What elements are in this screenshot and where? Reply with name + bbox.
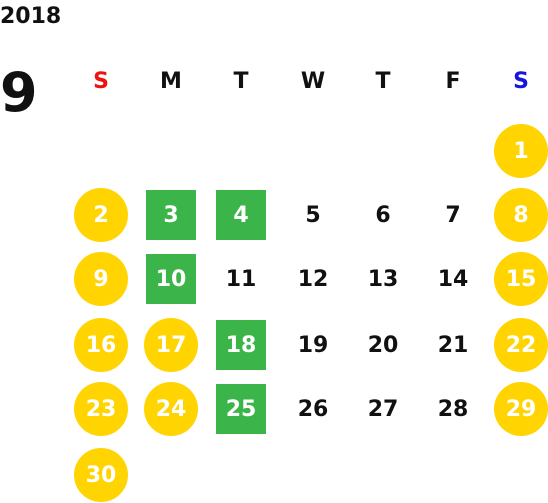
date-cell-20[interactable]: 20 — [356, 318, 410, 372]
date-number: 17 — [155, 332, 187, 358]
date-number: 30 — [85, 462, 117, 488]
date-cell-17[interactable]: 17 — [144, 318, 198, 372]
date-cell-14[interactable]: 14 — [426, 252, 480, 306]
date-cell-21[interactable]: 21 — [426, 318, 480, 372]
date-cell-18[interactable]: 18 — [214, 318, 268, 372]
weekday-header-saturday: S — [513, 68, 529, 94]
date-number: 5 — [305, 202, 321, 228]
date-number: 23 — [85, 396, 117, 422]
date-number: 20 — [367, 332, 399, 358]
date-cell-7[interactable]: 7 — [426, 188, 480, 242]
weekday-header-monday: M — [160, 68, 182, 94]
weekday-header-friday: F — [445, 68, 461, 94]
date-number: 13 — [367, 266, 399, 292]
date-cell-3[interactable]: 3 — [144, 188, 198, 242]
date-cell-23[interactable]: 23 — [74, 382, 128, 436]
date-cell-4[interactable]: 4 — [214, 188, 268, 242]
date-number: 12 — [297, 266, 329, 292]
date-number: 2 — [93, 202, 109, 228]
date-cell-1[interactable]: 1 — [494, 124, 548, 178]
weekday-header-sunday: S — [93, 68, 109, 94]
date-cell-10[interactable]: 10 — [144, 252, 198, 306]
date-cell-5[interactable]: 5 — [286, 188, 340, 242]
date-cell-2[interactable]: 2 — [74, 188, 128, 242]
date-cell-13[interactable]: 13 — [356, 252, 410, 306]
month-number: 9 — [0, 61, 38, 124]
date-number: 16 — [85, 332, 117, 358]
date-number: 14 — [437, 266, 469, 292]
date-cell-22[interactable]: 22 — [494, 318, 548, 372]
date-cell-16[interactable]: 16 — [74, 318, 128, 372]
date-number: 7 — [445, 202, 461, 228]
date-number: 11 — [225, 266, 257, 292]
date-number: 8 — [513, 202, 529, 228]
date-cell-29[interactable]: 29 — [494, 382, 548, 436]
date-cell-25[interactable]: 25 — [214, 382, 268, 436]
date-number: 4 — [233, 202, 249, 228]
date-cell-28[interactable]: 28 — [426, 382, 480, 436]
date-number: 9 — [93, 266, 109, 292]
date-cell-9[interactable]: 9 — [74, 252, 128, 306]
weekday-header-wednesday: W — [300, 68, 326, 94]
date-cell-6[interactable]: 6 — [356, 188, 410, 242]
date-number: 18 — [225, 332, 257, 358]
date-number: 25 — [225, 396, 257, 422]
date-number: 3 — [163, 202, 179, 228]
date-number: 22 — [505, 332, 537, 358]
date-number: 15 — [505, 266, 537, 292]
date-number: 19 — [297, 332, 329, 358]
year-label: 2018 — [0, 4, 62, 29]
date-number: 21 — [437, 332, 469, 358]
date-cell-26[interactable]: 26 — [286, 382, 340, 436]
date-cell-30[interactable]: 30 — [74, 448, 128, 502]
date-number: 29 — [505, 396, 537, 422]
date-number: 26 — [297, 396, 329, 422]
date-cell-12[interactable]: 12 — [286, 252, 340, 306]
date-cell-27[interactable]: 27 — [356, 382, 410, 436]
date-number: 28 — [437, 396, 469, 422]
date-number: 6 — [375, 202, 391, 228]
date-cell-11[interactable]: 11 — [214, 252, 268, 306]
date-number: 24 — [155, 396, 187, 422]
date-number: 27 — [367, 396, 399, 422]
date-number: 1 — [513, 138, 529, 164]
weekday-header-thursday: T — [375, 68, 391, 94]
date-cell-15[interactable]: 15 — [494, 252, 548, 306]
weekday-header-tuesday: T — [233, 68, 249, 94]
date-number: 10 — [155, 266, 187, 292]
date-cell-8[interactable]: 8 — [494, 188, 548, 242]
date-cell-24[interactable]: 24 — [144, 382, 198, 436]
date-cell-19[interactable]: 19 — [286, 318, 340, 372]
